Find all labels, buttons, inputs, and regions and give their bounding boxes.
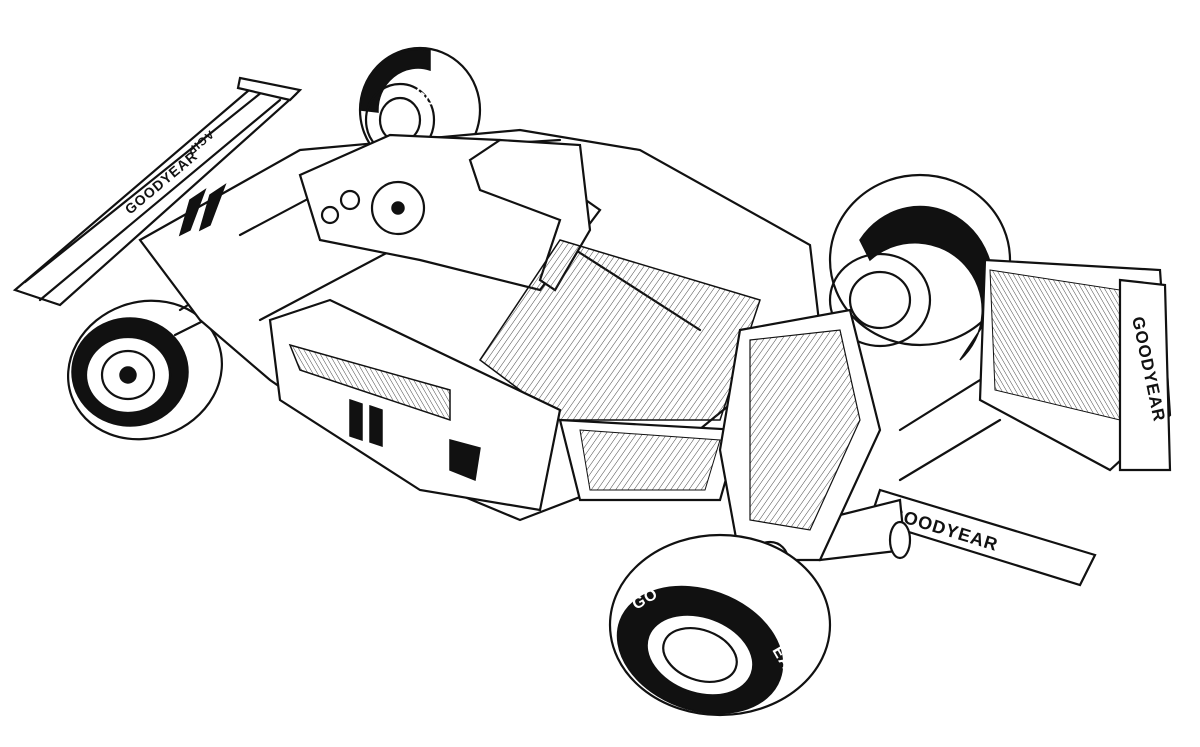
rear-wing-plate: GOODYEAR xyxy=(818,488,1097,587)
car-body xyxy=(138,128,822,522)
rear-wing: GOODYEAR xyxy=(898,258,1172,482)
gearbox-assembly xyxy=(718,308,882,580)
rear-right-tyre: GOOD Y xyxy=(828,173,1012,365)
front-right-tyre: GO EAR xyxy=(608,533,832,717)
front-left-tyre xyxy=(67,258,262,441)
rear-right-tyre-suffix: Y xyxy=(942,353,958,365)
